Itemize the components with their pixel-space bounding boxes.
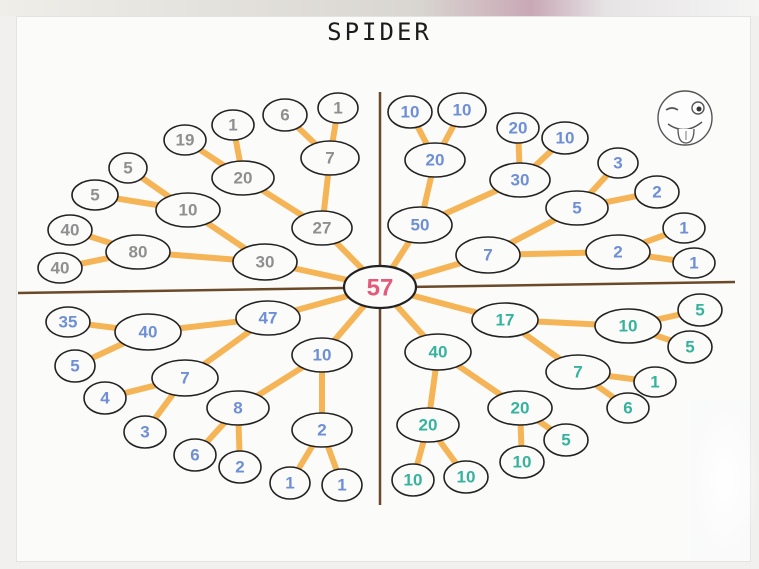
node-value: 5	[70, 357, 79, 376]
bottom-left-quadrant: 47 40 35 5 7 4 3 10 8 6 2 2 1 1	[45, 300, 363, 502]
node-value: 19	[176, 131, 195, 150]
node-value: 40	[139, 323, 158, 342]
node-value: 10	[401, 103, 420, 122]
page-title: SPIDER	[327, 18, 432, 46]
node-value: 2	[235, 458, 244, 477]
node-value: 30	[511, 171, 530, 190]
node-value: 40	[61, 221, 80, 240]
node-value: 10	[179, 201, 198, 220]
winking-emoji-icon	[657, 90, 713, 146]
node-value: 10	[619, 317, 638, 336]
center-node: 57	[342, 264, 418, 310]
node-value: 30	[256, 253, 275, 272]
top-left-quadrant: 27 7 6 1 20 19 1 30 10 5 80 5 40 40	[37, 92, 360, 284]
node-value: 7	[180, 369, 189, 388]
node-value: 1	[337, 476, 346, 495]
node-value: 20	[234, 169, 253, 188]
node-value: 20	[426, 151, 445, 170]
node-value: 1	[285, 474, 294, 493]
node-value: 4	[100, 389, 110, 408]
node-value: 40	[429, 343, 448, 362]
node-value: 5	[695, 301, 704, 320]
node-value: 10	[404, 471, 423, 490]
node-value: 1	[650, 373, 659, 392]
node-value: 5	[572, 199, 581, 218]
node-value: 27	[313, 219, 332, 238]
node-value: 35	[59, 313, 78, 332]
node-value: 2	[317, 421, 326, 440]
node-value: 5	[685, 338, 694, 357]
node-value: 7	[483, 246, 492, 265]
node-value: 1	[679, 219, 688, 238]
node-value: 10	[457, 468, 476, 487]
top-right-quadrant: 50 20 10 10 30 20 10 7 5 3 2 2 1 1	[387, 92, 716, 279]
node-value: 10	[556, 129, 575, 148]
node-value: 1	[333, 99, 342, 118]
node-value: 6	[190, 446, 199, 465]
node-value: 20	[511, 399, 530, 418]
node-value: 5	[90, 186, 99, 205]
node-value: 6	[623, 399, 632, 418]
node-value: 10	[313, 346, 332, 365]
node-value: 20	[419, 416, 438, 435]
node-value: 8	[233, 399, 242, 418]
node-value: 20	[509, 119, 528, 138]
node-value: 80	[129, 243, 148, 262]
node-value: 10	[513, 453, 532, 472]
node-value: 6	[280, 106, 289, 125]
node-value: 2	[652, 183, 661, 202]
node-value: 47	[259, 309, 278, 328]
bottom-right-quadrant: 17 10 5 5 7 1 6 40 20 5 10 20 10 10	[391, 293, 723, 497]
node-value: 7	[573, 363, 582, 382]
center-value: 57	[367, 275, 394, 302]
node-value: 5	[561, 431, 570, 450]
node-value: 7	[325, 149, 334, 168]
light-glare	[690, 400, 759, 560]
node-value: 40	[51, 259, 70, 278]
node-value: 1	[228, 116, 237, 135]
node-value: 1	[689, 254, 698, 273]
node-value: 10	[453, 101, 472, 120]
node-value: 2	[613, 243, 622, 262]
node-value: 17	[496, 311, 515, 330]
node-value: 3	[613, 154, 622, 173]
node-value: 5	[123, 159, 132, 178]
node-value: 3	[140, 423, 149, 442]
node-value: 50	[411, 216, 430, 235]
background-edge	[0, 0, 759, 16]
